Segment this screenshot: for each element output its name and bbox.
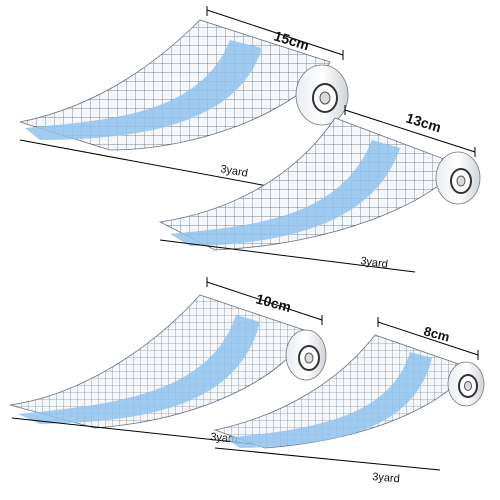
blue-band — [170, 140, 400, 246]
roll-15cm: 15cm 3yard — [19, 6, 349, 193]
length-label: 3yard — [372, 471, 400, 485]
blue-band — [225, 352, 432, 448]
length-label: 3yard — [360, 255, 389, 271]
width-dimension-line — [206, 9, 344, 56]
roll-8cm: 8cm 3yard — [213, 317, 485, 485]
length-dimension-line — [11, 417, 263, 446]
width-dimension-line — [206, 281, 323, 321]
length-dimension-line — [214, 447, 441, 471]
width-dimension-line — [377, 321, 479, 356]
width-label: 8cm — [422, 323, 451, 344]
roll-10cm: 10cm 3yard — [9, 277, 327, 446]
blue-band — [25, 40, 262, 140]
length-dimension-line — [19, 139, 301, 193]
blue-band — [18, 315, 260, 424]
width-dimension-line — [344, 109, 476, 153]
length-dimension-line — [159, 239, 416, 273]
length-label: 3yard — [219, 163, 248, 180]
width-label: 10cm — [254, 290, 293, 315]
roll-13cm: 13cm 3yard — [158, 105, 481, 273]
